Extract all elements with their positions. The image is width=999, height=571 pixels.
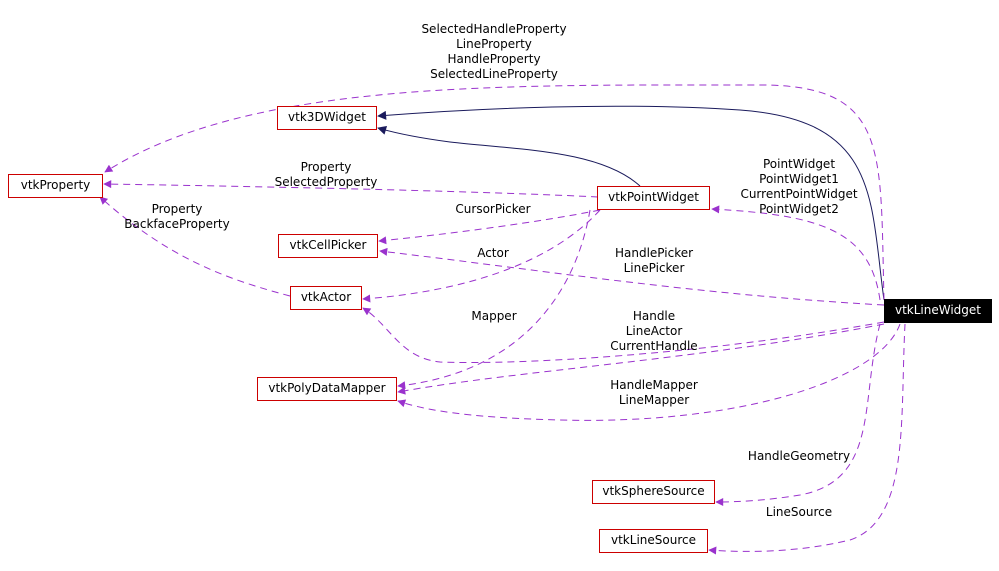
label-pointwidget-property: Property SelectedProperty xyxy=(274,160,378,189)
label-linewidget-linesource: LineSource xyxy=(765,505,833,519)
node-vtkpolydatamapper[interactable]: vtkPolyDataMapper xyxy=(257,377,397,401)
node-vtklinesource[interactable]: vtkLineSource xyxy=(599,529,708,553)
label-linewidget-pointwidget: PointWidget PointWidget1 CurrentPointWid… xyxy=(740,157,858,216)
label-linewidget-spheresource: HandleGeometry xyxy=(747,449,851,463)
node-vtkspheresource[interactable]: vtkSphereSource xyxy=(592,480,715,504)
label-linewidget-mapper: HandleMapper LineMapper xyxy=(610,378,698,407)
edge-pointwidget-property xyxy=(103,180,599,198)
edge-linewidget-actor xyxy=(362,307,885,363)
node-vtk3dwidget[interactable]: vtk3DWidget xyxy=(277,106,377,130)
edge-linewidget-pointwidget xyxy=(711,205,881,301)
edge-linewidget-linesource xyxy=(708,323,906,555)
edge-pointwidget-actor xyxy=(362,209,601,303)
label-linewidget-actor: Handle LineActor CurrentHandle xyxy=(610,309,698,353)
edge-linewidget-cellpicker xyxy=(379,247,885,306)
label-linewidget-property: SelectedHandleProperty LineProperty Hand… xyxy=(421,22,567,81)
edge-pointwidget-inherits-3dwidget xyxy=(377,125,641,187)
label-linewidget-cellpicker: HandlePicker LinePicker xyxy=(614,246,694,275)
node-vtkcellpicker[interactable]: vtkCellPicker xyxy=(278,234,378,258)
node-vtkpointwidget[interactable]: vtkPointWidget xyxy=(597,186,710,210)
edge-linewidget-mapper-2 xyxy=(397,323,901,421)
label-actor-property: Property BackfaceProperty xyxy=(124,202,230,231)
node-vtklinewidget[interactable]: vtkLineWidget xyxy=(884,299,992,323)
edge-pointwidget-mapper xyxy=(397,209,591,390)
label-pointwidget-actor: Actor xyxy=(477,246,509,260)
edge-linewidget-mapper xyxy=(397,323,885,395)
edge-pointwidget-cellpicker xyxy=(378,209,601,245)
edge-linewidget-property xyxy=(104,84,885,301)
edge-actor-property xyxy=(99,196,291,297)
node-vtkproperty[interactable]: vtkProperty xyxy=(8,174,103,198)
node-vtkactor[interactable]: vtkActor xyxy=(290,286,362,310)
edge-linewidget-inherits-3dwidget xyxy=(377,105,885,301)
edge-linewidget-spheresource xyxy=(715,323,881,506)
label-pointwidget-mapper: Mapper xyxy=(471,309,517,323)
label-pointwidget-cellpicker: CursorPicker xyxy=(455,202,531,216)
